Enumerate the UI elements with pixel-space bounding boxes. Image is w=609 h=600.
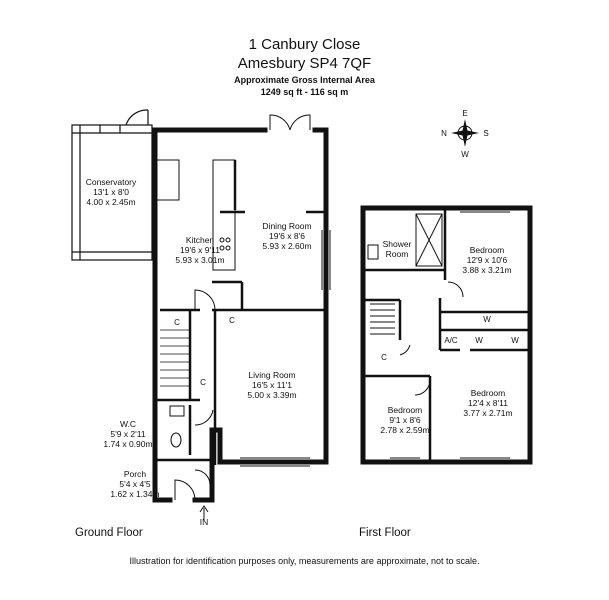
ff-wardrobe-1: W xyxy=(483,315,491,324)
bedroom-3-metric: 2.78 x 2.59m xyxy=(380,425,429,435)
bedroom-2-imperial: 12'4 x 8'11 xyxy=(468,398,508,408)
shower-room-name: Shower xyxy=(383,239,412,249)
bedroom-1-metric: 3.88 x 3.21m xyxy=(462,265,511,275)
porch-name: Porch xyxy=(124,469,146,479)
ff-cupboard-ac: A/C xyxy=(444,336,458,345)
ground-floor-plan xyxy=(71,109,331,520)
dining-room-imperial: 19'6 x 8'6 xyxy=(269,231,305,241)
wc-imperial: 5'9 x 2'11 xyxy=(110,429,145,439)
dining-room-metric: 5.93 x 2.60m xyxy=(262,241,311,251)
bedroom-2-metric: 3.77 x 2.71m xyxy=(463,408,512,418)
porch-imperial: 5'4 x 4'5 xyxy=(119,479,150,489)
wc-name: W.C xyxy=(120,419,136,429)
compass-w: W xyxy=(461,150,469,159)
dining-room-name: Dining Room xyxy=(262,221,311,231)
compass-s: S xyxy=(483,129,488,138)
address-line-2: Amesbury SP4 7QF xyxy=(237,55,372,72)
first-floor-label: First Floor xyxy=(359,527,411,539)
living-room-name: Living Room xyxy=(248,370,295,380)
kitchen-imperial: 19'6 x 9'11 xyxy=(180,245,220,255)
conservatory-imperial: 13'1 x 8'0 xyxy=(93,187,129,197)
conservatory-name: Conservatory xyxy=(86,177,137,187)
entrance-label: IN xyxy=(200,517,209,527)
gf-cupboard-2: C xyxy=(229,316,235,325)
bedroom-2-name: Bedroom xyxy=(471,388,506,398)
compass-n: N xyxy=(441,129,447,138)
bedroom-1-imperial: 12'9 x 10'6 xyxy=(467,255,508,265)
compass-e: E xyxy=(462,109,467,118)
area-title: Approximate Gross Internal Area xyxy=(234,75,375,85)
ff-wardrobe-2: W xyxy=(475,336,483,345)
area-value: 1249 sq ft - 116 sq m xyxy=(260,87,349,97)
compass-rose-icon xyxy=(451,119,479,147)
address-line-1: 1 Canbury Close xyxy=(248,36,361,53)
kitchen-metric: 5.93 x 3.01m xyxy=(175,255,224,265)
conservatory-metric: 4.00 x 2.45m xyxy=(86,197,135,207)
first-floor-plan xyxy=(360,205,533,465)
bedroom-1-name: Bedroom xyxy=(470,245,505,255)
shower-room-name-2: Room xyxy=(386,249,409,259)
living-room-imperial: 16'5 x 11'1 xyxy=(252,380,292,390)
gf-cupboard-3: C xyxy=(200,378,206,387)
wc-metric: 1.74 x 0.90m xyxy=(103,439,152,449)
living-room-metric: 5.00 x 3.39m xyxy=(247,390,296,400)
disclaimer: Illustration for identification purposes… xyxy=(129,556,480,566)
bedroom-3-imperial: 9'1 x 8'6 xyxy=(389,415,420,425)
kitchen-name: Kitchen xyxy=(186,235,215,245)
gf-cupboard-1: C xyxy=(174,318,180,327)
porch-metric: 1.62 x 1.34m xyxy=(110,489,159,499)
bedroom-3-name: Bedroom xyxy=(388,405,423,415)
ground-floor-label: Ground Floor xyxy=(75,527,143,539)
ff-cupboard-c: C xyxy=(381,353,387,362)
ff-wardrobe-3: W xyxy=(511,336,519,345)
